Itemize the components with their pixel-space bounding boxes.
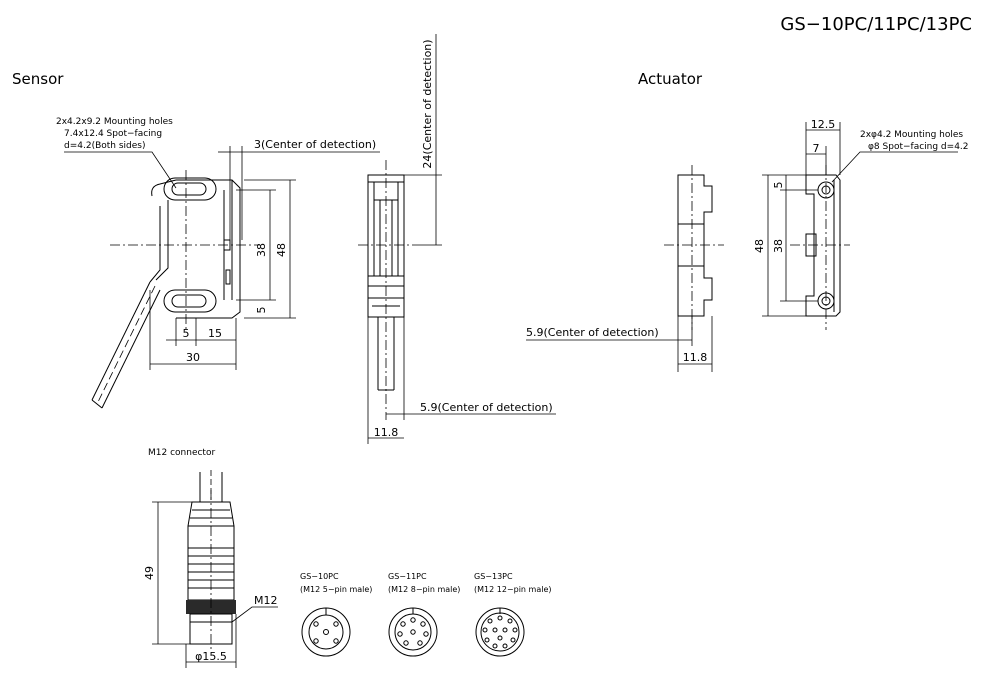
actuator-dim-12-5: 12.5 — [811, 118, 836, 131]
actuator-dim-5: 5 — [772, 182, 785, 189]
sensor-dim-5-right: 5 — [255, 307, 268, 314]
sensor-heading: Sensor — [12, 70, 64, 88]
pin-model-gs13pc: GS−13PC — [474, 572, 513, 581]
connector-heading: M12 connector — [148, 448, 215, 458]
actuator-heading: Actuator — [638, 70, 703, 88]
sensor-note-leader — [64, 151, 177, 189]
pin-diagram-gs10pc: GS−10PC (M12 5−pin male) — [300, 572, 372, 657]
actuator-note-line1: 2xφ4.2 Mounting holes — [860, 130, 963, 140]
connector-thread-label: M12 — [254, 594, 278, 607]
pin-model-gs11pc: GS−11PC — [388, 572, 427, 581]
sensor-side-view: 24(Center of detection) 5.9(Center of de… — [358, 34, 556, 444]
connector-diameter-label: φ15.5 — [195, 650, 227, 663]
actuator-dim-38: 38 — [772, 239, 785, 253]
actuator-dim-48: 48 — [753, 239, 766, 253]
sensor-dim-30: 30 — [186, 351, 200, 364]
pin-desc-gs13pc: (M12 12−pin male) — [474, 585, 552, 594]
actuator-dim-7: 7 — [813, 142, 820, 155]
pin-diagram-gs11pc: GS−11PC (M12 8−pin male) — [388, 572, 460, 657]
sensor-dim-38: 38 — [255, 243, 268, 257]
actuator-front-view: 2xφ4.2 Mounting holes φ8 Spot−facing d=4… — [753, 118, 969, 330]
sensor-dim-15: 15 — [208, 327, 222, 340]
sensor-note-line1: 2x4.2x9.2 Mounting holes — [56, 117, 173, 127]
side-dim-11-8: 11.8 — [374, 426, 399, 439]
m12-connector-view: M12 connector 49 M12 φ15.5 — [143, 448, 278, 668]
sensor-dim-5-bottom: 5 — [183, 327, 190, 340]
pin-desc-gs11pc: (M12 8−pin male) — [388, 585, 460, 594]
sensor-dim-48: 48 — [275, 243, 288, 257]
sensor-note-line2: 7.4x12.4 Spot−facing — [64, 129, 162, 139]
actuator-center-label: 5.9(Center of detection) — [526, 326, 659, 339]
drawing-title: GS−10PC/11PC/13PC — [780, 14, 972, 35]
pin-model-gs10pc: GS−10PC — [300, 572, 339, 581]
pin-desc-gs10pc: (M12 5−pin male) — [300, 585, 372, 594]
connector-dim-49: 49 — [143, 566, 156, 580]
sensor-note-line3: d=4.2(Both sides) — [64, 141, 146, 151]
sensor-center-top-label: 3(Center of detection) — [254, 138, 376, 151]
side-center-vertical-label: 24(Center of detection) — [421, 39, 434, 168]
actuator-note-line2: φ8 Spot−facing d=4.2 — [868, 142, 969, 152]
side-center-bottom-label: 5.9(Center of detection) — [420, 401, 553, 414]
actuator-dim-11-8: 11.8 — [683, 351, 708, 364]
actuator-note-leader — [831, 151, 958, 183]
sensor-front-view: 2x4.2x9.2 Mounting holes 7.4x12.4 Spot−f… — [56, 117, 380, 409]
actuator-side-view: 5.9(Center of detection) 11.8 — [526, 165, 724, 372]
pin-diagram-gs13pc: GS−13PC (M12 12−pin male) — [474, 572, 552, 657]
